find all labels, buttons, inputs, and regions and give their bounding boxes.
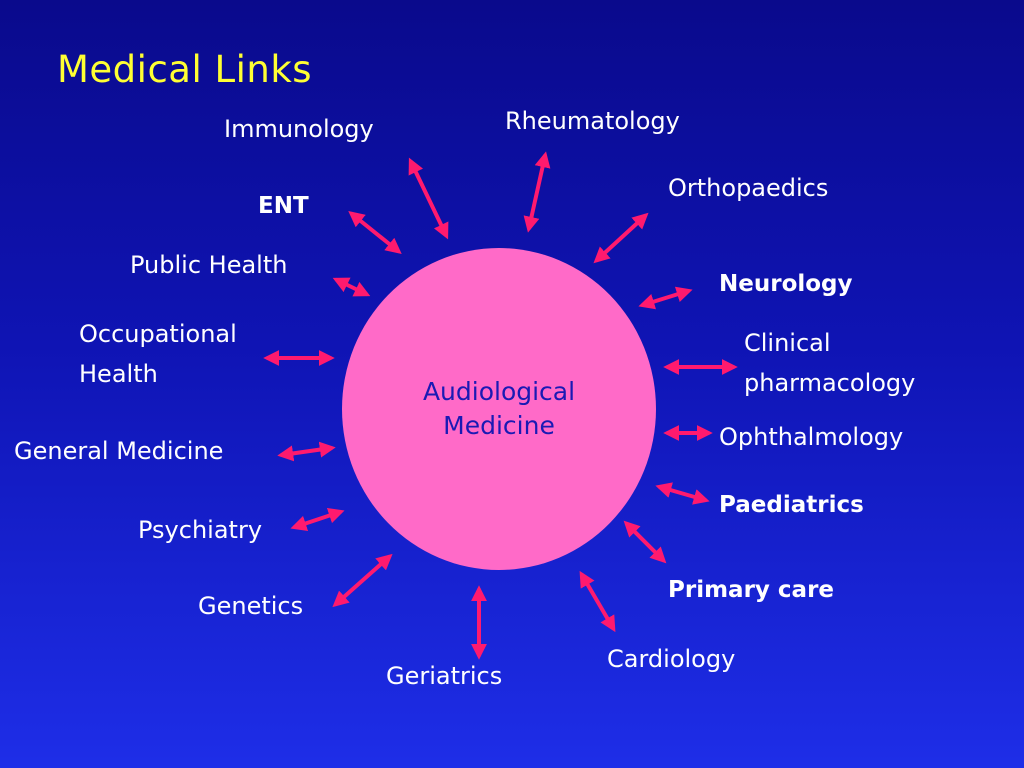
- arrow-general-medicine: [277, 441, 336, 462]
- audiological-medicine-hub: Audiological Medicine: [342, 248, 656, 570]
- hub-label: Audiological Medicine: [422, 377, 576, 440]
- arrow-public-health: [332, 277, 371, 297]
- arrow-primary-care: [623, 520, 667, 564]
- arrow-ent: [348, 210, 402, 255]
- node-ophthalmology: Ophthalmology: [719, 423, 904, 451]
- node-orthopaedics: Orthopaedics: [668, 174, 829, 202]
- node-public-health: Public Health: [130, 251, 288, 279]
- arrow-genetics: [332, 553, 393, 608]
- arrow-rheumatology: [523, 151, 551, 233]
- node-neurology: Neurology: [719, 271, 853, 297]
- node-occupational-health: Occupational Health: [79, 320, 237, 388]
- node-clinical-pharmacology: Clinical pharmacology: [744, 329, 916, 397]
- node-genetics: Genetics: [198, 592, 304, 620]
- arrow-cardiology: [579, 570, 616, 633]
- node-rheumatology: Rheumatology: [505, 107, 680, 135]
- node-general-medicine: General Medicine: [14, 437, 224, 465]
- node-paediatrics: Paediatrics: [719, 492, 864, 518]
- slide-title: Medical Links: [57, 48, 313, 91]
- arrow-immunology: [408, 157, 449, 240]
- node-cardiology: Cardiology: [607, 645, 736, 673]
- node-geriatrics: Geriatrics: [386, 662, 503, 690]
- node-immunology: Immunology: [224, 115, 374, 143]
- node-psychiatry: Psychiatry: [138, 516, 263, 544]
- arrow-psychiatry: [290, 507, 345, 532]
- node-ent: ENT: [258, 193, 309, 219]
- arrow-orthopaedics: [593, 212, 649, 264]
- arrow-neurology: [638, 286, 693, 310]
- node-primary-care: Primary care: [668, 577, 835, 603]
- arrow-paediatrics: [655, 482, 710, 505]
